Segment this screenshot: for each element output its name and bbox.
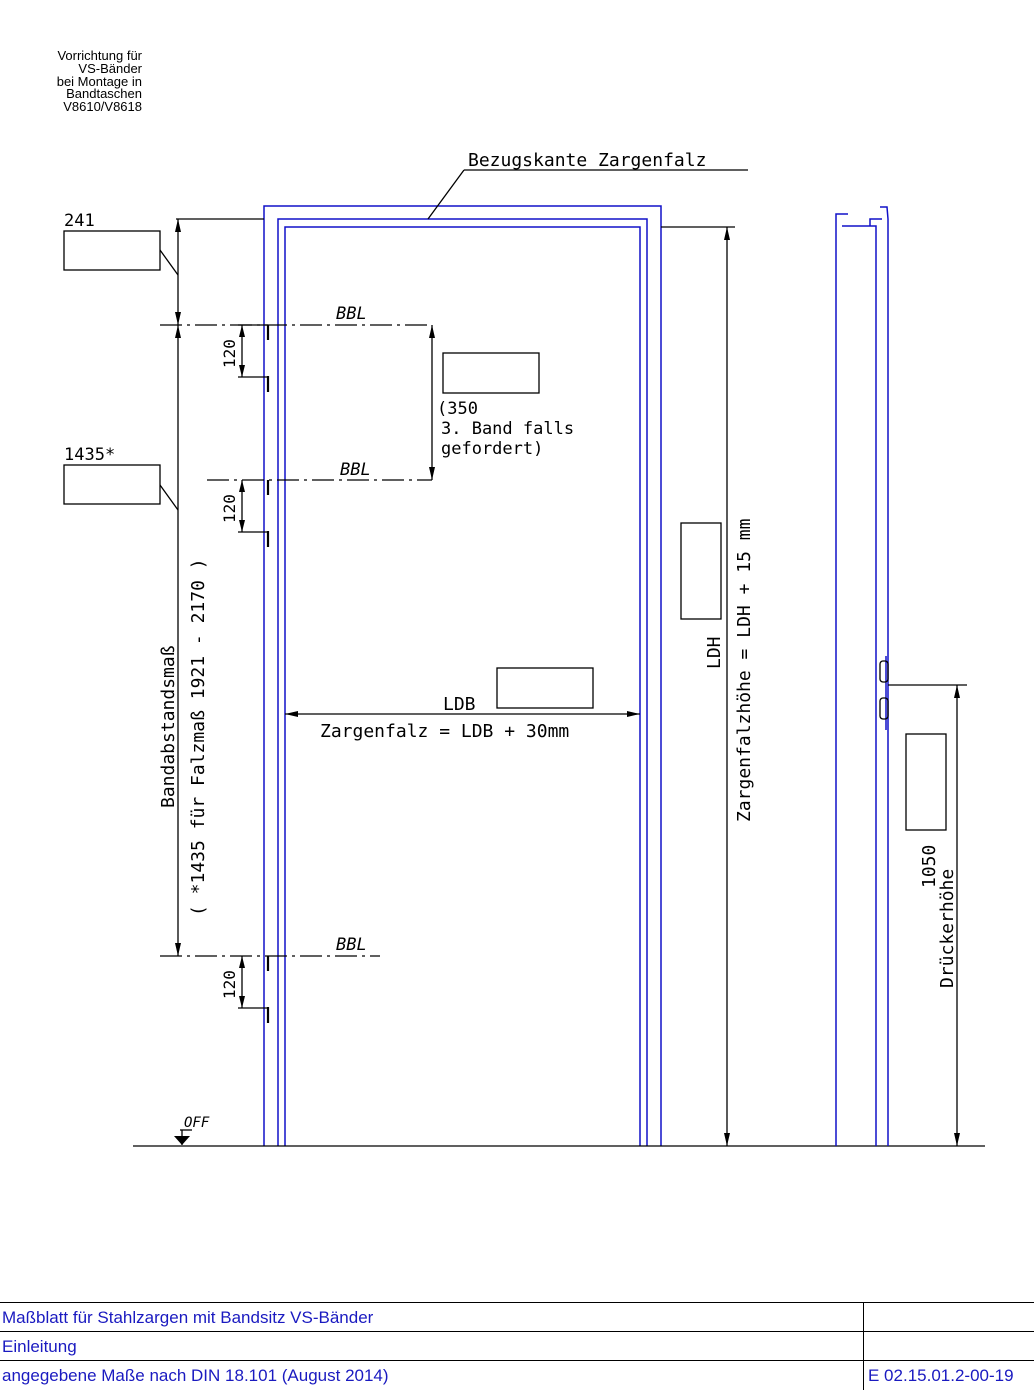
title-block-right-cell <box>863 1303 1034 1332</box>
bbl-label-1: BBL <box>336 304 367 324</box>
dim-arrow <box>175 219 181 232</box>
dim-arrow <box>954 685 960 698</box>
front-frame-inner <box>284 226 641 1146</box>
ldb-value-box <box>496 667 594 709</box>
title-block-row: Einleitung <box>0 1331 1034 1361</box>
third-hinge-note-line: 3. Band falls <box>441 419 574 439</box>
band-spacing-note: ( *1435 für Falzmaß 1921 - 2170 ) <box>188 558 209 916</box>
dim-241-value-box <box>63 230 161 271</box>
reference-edge-leader <box>427 169 465 220</box>
title-block-title: Maßblatt für Stahlzargen mit Bandsitz VS… <box>2 1308 374 1327</box>
header-note-line: VS-Bänder <box>78 60 142 76</box>
front-frame-rebate <box>277 218 648 1146</box>
title-block-row: Maßblatt für Stahlzargen mit Bandsitz VS… <box>0 1302 1034 1332</box>
band-spacing-label: Bandabstandsmaß <box>158 645 179 808</box>
dim-1435-label: 1435* <box>64 445 115 465</box>
floor-label: OFF <box>184 1115 210 1131</box>
zargenfalzhoehe-formula: Zargenfalzhöhe = LDH + 15 mm <box>734 519 755 822</box>
header-note: Vorrichtung für VS-Bänder bei Montage in… <box>20 48 142 115</box>
hinge-3 <box>238 956 270 1023</box>
dim-arrow <box>724 227 730 240</box>
handle-height-value-box <box>905 733 947 831</box>
hinge-1 <box>238 324 270 392</box>
dim-arrow <box>285 711 298 717</box>
ldh-value-box <box>680 522 722 620</box>
dim-arrow <box>724 1133 730 1146</box>
title-block-document-number: E 02.15.01.2-00-19 <box>863 1361 1034 1390</box>
dim-arrow <box>429 325 435 338</box>
handle-height-label: Drückerhöhe <box>937 869 958 988</box>
header-note-line: V8610/V8618 <box>63 99 142 115</box>
dim-arrow <box>954 1133 960 1146</box>
header-note-line: Bandtaschen <box>66 86 142 102</box>
dim-arrow <box>175 325 181 338</box>
handle-height-dim-label: 1050 <box>919 845 940 888</box>
floor-symbol <box>174 1129 192 1145</box>
door-frame-drawing: OFF Bezugskante Zargenfalz 241 BBL 120 (… <box>63 150 985 1147</box>
dim-1435-value-box <box>63 464 161 505</box>
title-block: Maßblatt für Stahlzargen mit Bandsitz VS… <box>0 1302 1034 1390</box>
title-block-row: angegebene Maße nach DIN 18.101 (August … <box>0 1360 1034 1390</box>
dim-120-label-3: 120 <box>220 970 239 999</box>
dim-241-leader <box>159 249 179 276</box>
title-block-subtitle: Einleitung <box>2 1337 77 1356</box>
front-frame-outer <box>263 205 662 1146</box>
header-note-line: Vorrichtung für <box>57 48 142 63</box>
ldb-label: LDB <box>443 694 476 715</box>
reference-edge-label: Bezugskante Zargenfalz <box>468 150 706 171</box>
zargenfalz-formula: Zargenfalz = LDB + 30mm <box>320 721 569 742</box>
dim-arrow <box>175 943 181 956</box>
dim-1435-leader <box>159 484 179 511</box>
bbl-label-3: BBL <box>336 935 367 955</box>
third-hinge-note-line: (350 <box>437 399 478 419</box>
third-hinge-note-line: gefordert) <box>441 439 543 459</box>
door-handle-symbol <box>879 656 889 730</box>
side-section-profile <box>835 206 889 1146</box>
ldh-label: LDH <box>704 636 725 669</box>
title-block-right-cell <box>863 1332 1034 1361</box>
dim-241-label: 241 <box>64 211 95 231</box>
dim-120-label-2: 120 <box>220 494 239 523</box>
hinge-2 <box>238 480 270 547</box>
title-block-standard-note: angegebene Maße nach DIN 18.101 (August … <box>2 1366 389 1385</box>
bbl-label-2: BBL <box>340 460 371 480</box>
dim-120-label-1: 120 <box>220 339 239 368</box>
dim-arrow <box>175 312 181 325</box>
dim-350-value-box <box>442 352 540 394</box>
header-note-line: bei Montage in <box>56 73 142 89</box>
dim-arrow <box>429 467 435 480</box>
dim-arrow <box>627 711 640 717</box>
